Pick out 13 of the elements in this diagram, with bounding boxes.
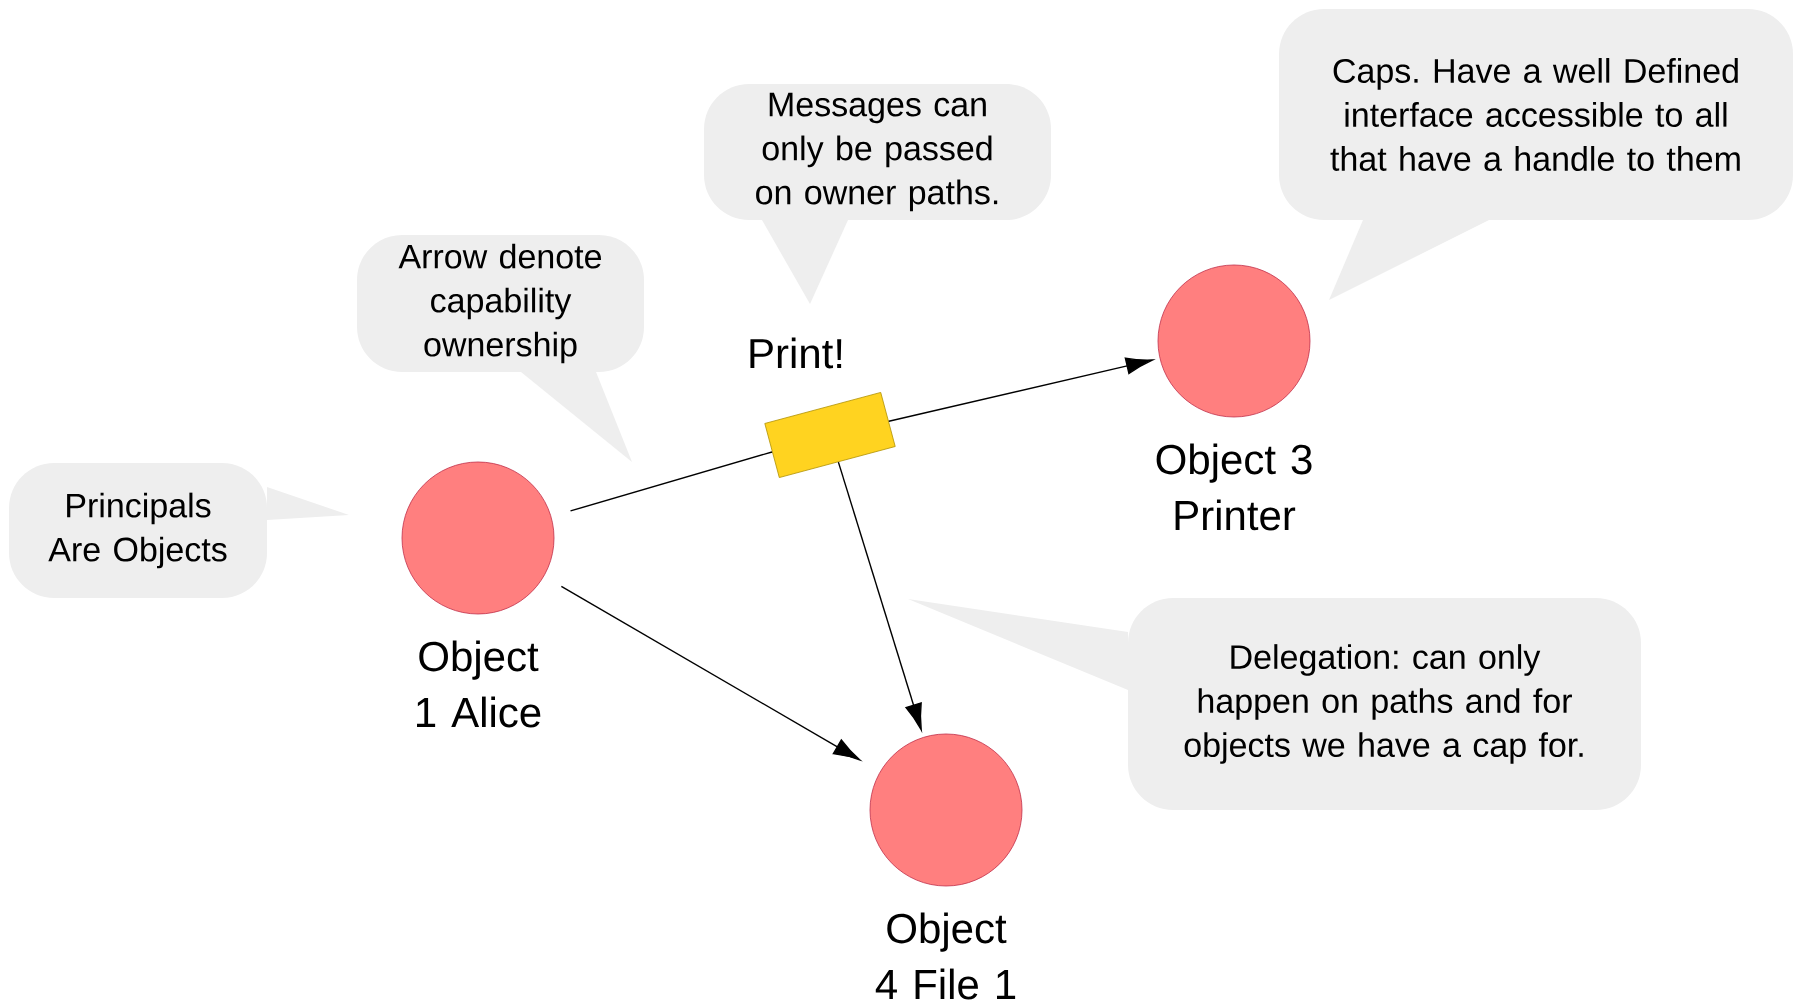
message-box: Print!: [750, 337, 896, 478]
node-label: Object 1 Alice: [417, 640, 541, 728]
speech-bubble: Arrow denote capability ownership: [357, 235, 644, 462]
node-label: Object 4 File 1: [875, 912, 1016, 1000]
node-label: Print!: [750, 337, 842, 369]
speech-bubble: Messages can only be passed on owner paths.: [704, 84, 1051, 304]
speech-bubble: Caps. Have a well Defined interface accessible to all that have a handle to them: [1279, 9, 1793, 300]
speech-bubble: Delegation: can only happen on paths and for objects we have a cap for.: [908, 598, 1641, 810]
speech-bubble: Principals Are Objects: [9, 463, 349, 598]
arrow: [560, 585, 861, 761]
arrow: [888, 357, 1153, 422]
node-label: Object 3 Printer: [1156, 443, 1312, 531]
arrow: [837, 461, 922, 731]
